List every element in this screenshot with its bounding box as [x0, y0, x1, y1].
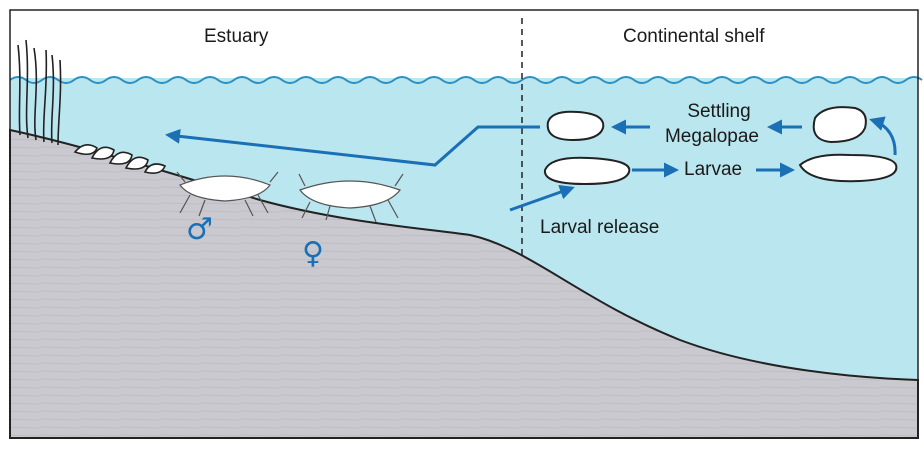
larval-release-arrow [509, 184, 575, 212]
return-to-estuary-arrow [165, 125, 540, 167]
marsh-grass-icon [17, 39, 62, 146]
megalopa-shape-2 [812, 106, 867, 144]
seabed [9, 128, 919, 439]
molt-curve-arrow [869, 116, 897, 156]
larval-shapes [543, 106, 898, 186]
female-symbol-icon: ♀ [302, 236, 324, 271]
region-label-continental-shelf: Continental shelf [623, 26, 765, 47]
megalopae-label: Megalopae [664, 126, 760, 147]
larvae-label: Larvae [684, 159, 743, 180]
male-crab-icon [176, 171, 279, 217]
male-symbol-icon: ♂ [186, 212, 213, 247]
settling-label: Settling [687, 101, 751, 122]
oyster-cluster-icon [73, 144, 167, 174]
water-surface [9, 76, 923, 84]
diagram-frame [9, 9, 919, 439]
region-label-estuary: Estuary [204, 26, 269, 47]
larva-shape-1 [543, 156, 631, 186]
larval-release-label: Larval release [540, 217, 660, 238]
megalopa-shape-1 [546, 110, 605, 142]
female-crab-icon [298, 173, 404, 223]
larva-shape-2 [798, 153, 898, 183]
migration-arrows [165, 116, 897, 212]
